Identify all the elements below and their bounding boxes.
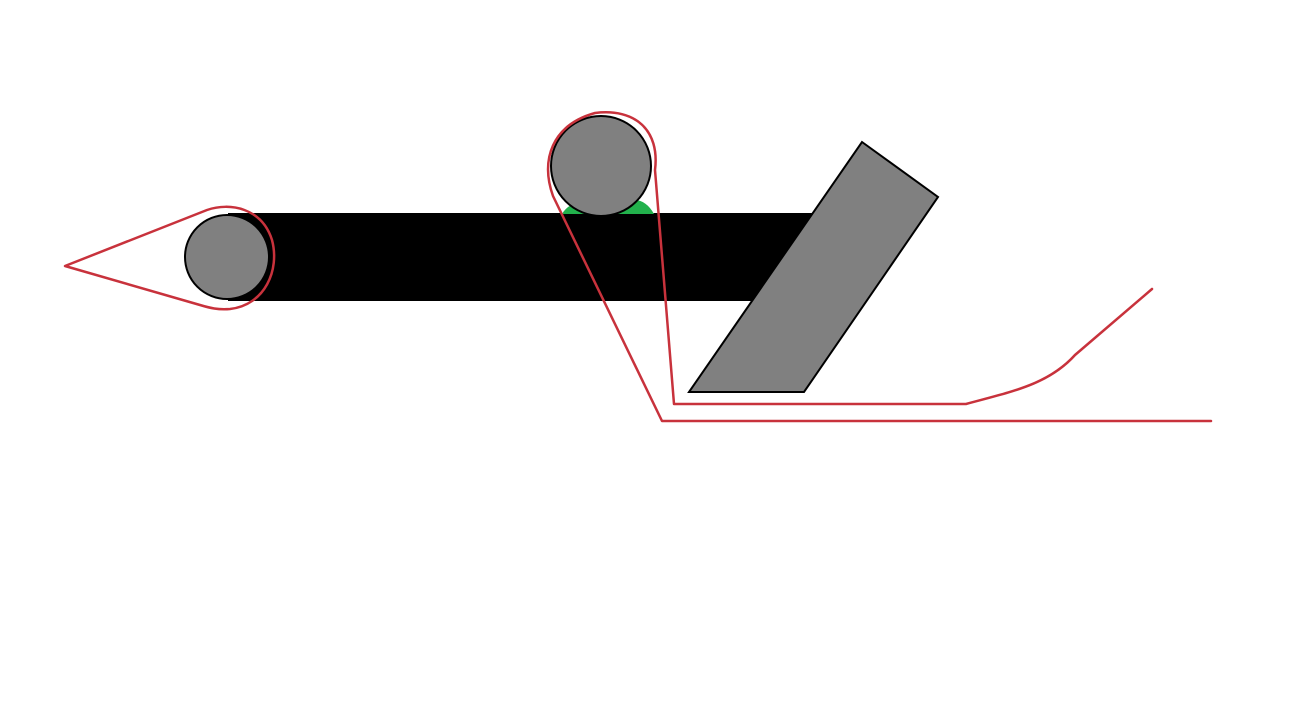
horizontal-bar	[228, 213, 824, 301]
left-loop-path	[63, 205, 276, 311]
top-roller	[550, 115, 652, 217]
left-roller	[184, 214, 270, 300]
slanted-plate	[687, 140, 940, 393]
belt-path	[546, 111, 1213, 423]
